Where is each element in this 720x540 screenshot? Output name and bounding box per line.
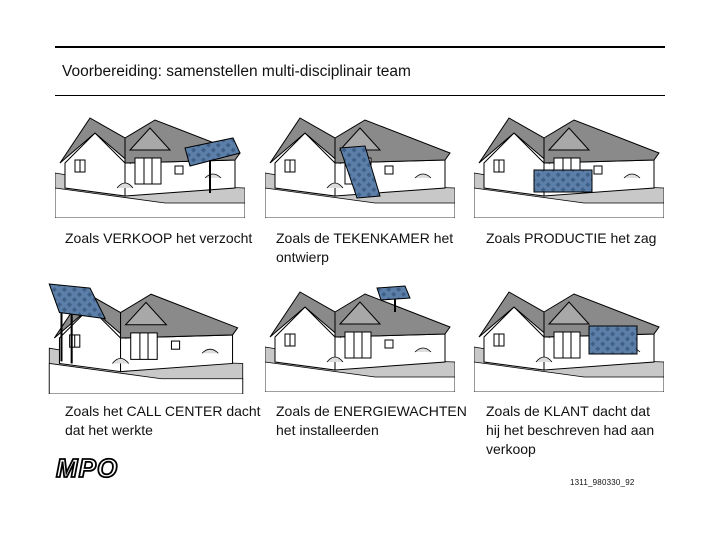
caption-call-center: Zoals het CALL CENTER dacht dat het werk… <box>65 403 261 438</box>
illustration-klant <box>474 282 664 392</box>
caption-productie: Zoals PRODUCTIE het zag <box>486 230 657 246</box>
title-rule <box>55 95 665 96</box>
logo-text: MPO <box>56 455 118 481</box>
top-rule <box>55 46 665 48</box>
caption-verkoop: Zoals VERKOOP het verzocht <box>65 230 253 246</box>
caption-energiewachten: Zoals de ENERGIEWACHTEN het installeerde… <box>276 403 467 438</box>
caption-tekenkamer: Zoals de TEKENKAMER het ontwierp <box>276 230 454 265</box>
page-title: Voorbereiding: samenstellen multi-discip… <box>62 63 411 80</box>
illustration-productie <box>474 108 664 218</box>
document-code: 1311_980330_92 <box>570 478 635 487</box>
illustration-tekenkamer <box>265 108 455 218</box>
caption-klant: Zoals de KLANT dacht dat hij het beschre… <box>486 403 655 457</box>
illustration-energiewachten <box>265 282 455 392</box>
illustration-verkoop <box>55 108 245 218</box>
mpo-logo: MPO <box>52 455 152 481</box>
illustration-call-center <box>48 282 244 394</box>
